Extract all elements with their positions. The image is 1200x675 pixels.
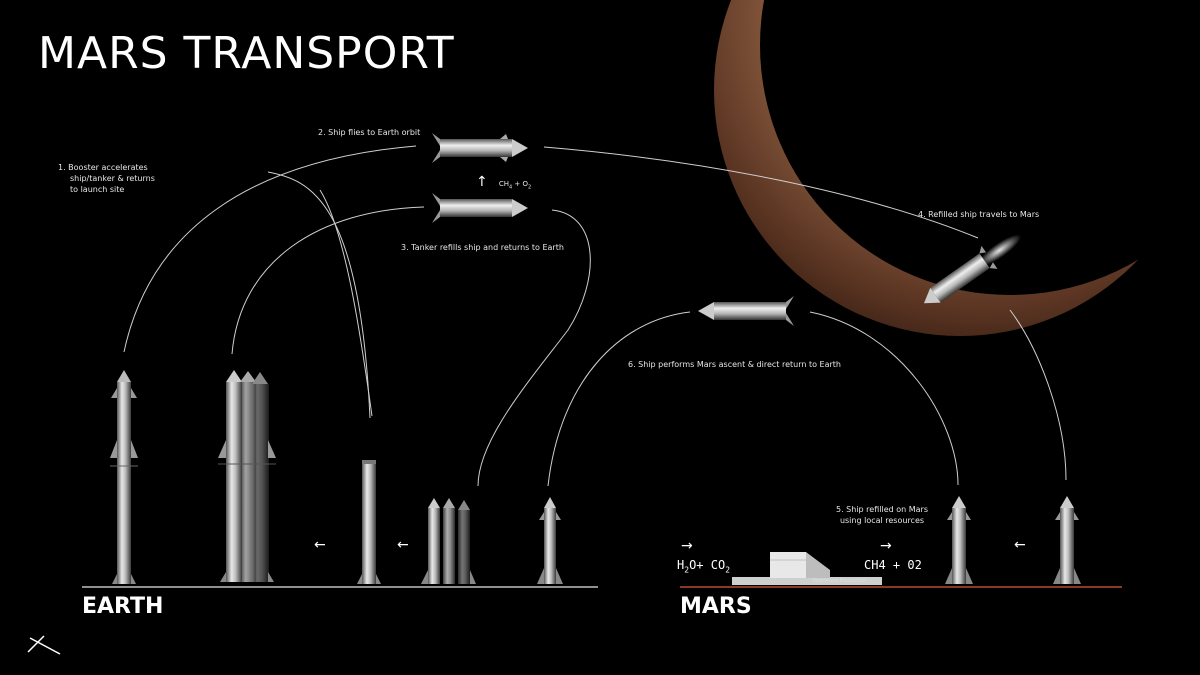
path-earth-return <box>547 311 691 487</box>
isru-inputs: H2O+ CO2 <box>677 558 731 575</box>
landed-tankers <box>421 498 476 584</box>
left-arrow-icon: ← <box>314 537 326 553</box>
full-stack-rocket <box>110 370 138 584</box>
ship-in-orbit <box>432 133 528 163</box>
path-booster-ascent <box>123 145 417 353</box>
ship-mars-ascent <box>698 296 794 326</box>
path-ship-to-mars <box>543 146 979 239</box>
propellant-formula: CH4 + O2 <box>498 180 532 191</box>
ship-landed-on-mars <box>1053 496 1081 584</box>
mars-label: MARS <box>680 594 752 619</box>
ship-returned-to-earth <box>537 497 563 584</box>
step-2-label: 2. Ship flies to Earth orbit <box>318 128 421 137</box>
trajectory-paths <box>123 145 1067 487</box>
spacex-logo <box>27 635 61 655</box>
step-3-label: 3. Tanker refills ship and returns to Ea… <box>401 243 564 252</box>
left-arrow-icon: ← <box>397 537 409 553</box>
isru-outputs: CH4 + 02 <box>864 558 922 572</box>
tanker-stack-group <box>218 370 276 582</box>
path-tanker-ascent <box>231 206 425 355</box>
step-5-label: 5. Ship refilled on Mars using local res… <box>836 505 928 525</box>
propellant-production-plant <box>732 552 882 585</box>
right-arrow-icon: → <box>880 538 892 554</box>
ship-transit-to-mars <box>923 234 1021 304</box>
ship-refilling-on-mars <box>945 496 973 584</box>
step-4-label: 4. Refilled ship travels to Mars <box>918 210 1040 219</box>
path-tanker-return <box>477 209 591 487</box>
landed-booster <box>357 460 381 584</box>
mars-planet <box>714 0 1200 336</box>
tanker-in-orbit <box>432 193 528 223</box>
propellant-production-label: Propellant Production <box>813 578 867 584</box>
path-tanker-booster-return <box>319 189 373 417</box>
earth-label: EARTH <box>82 594 164 619</box>
right-arrow-icon: → <box>681 538 693 554</box>
step-1-label: 1. Booster accelerates ship/tanker & ret… <box>58 163 155 194</box>
up-arrow-icon: ↑ <box>476 174 488 190</box>
propellant-transfer: ↑ CH4 + O2 <box>476 171 531 193</box>
step-6-label: 6. Ship performs Mars ascent & direct re… <box>628 360 841 369</box>
path-booster-return <box>267 171 371 419</box>
page-title: MARS TRANSPORT <box>38 28 455 79</box>
path-mars-ascent <box>809 311 959 486</box>
left-arrow-icon: ← <box>1014 537 1026 553</box>
path-mars-landing <box>1009 309 1067 481</box>
